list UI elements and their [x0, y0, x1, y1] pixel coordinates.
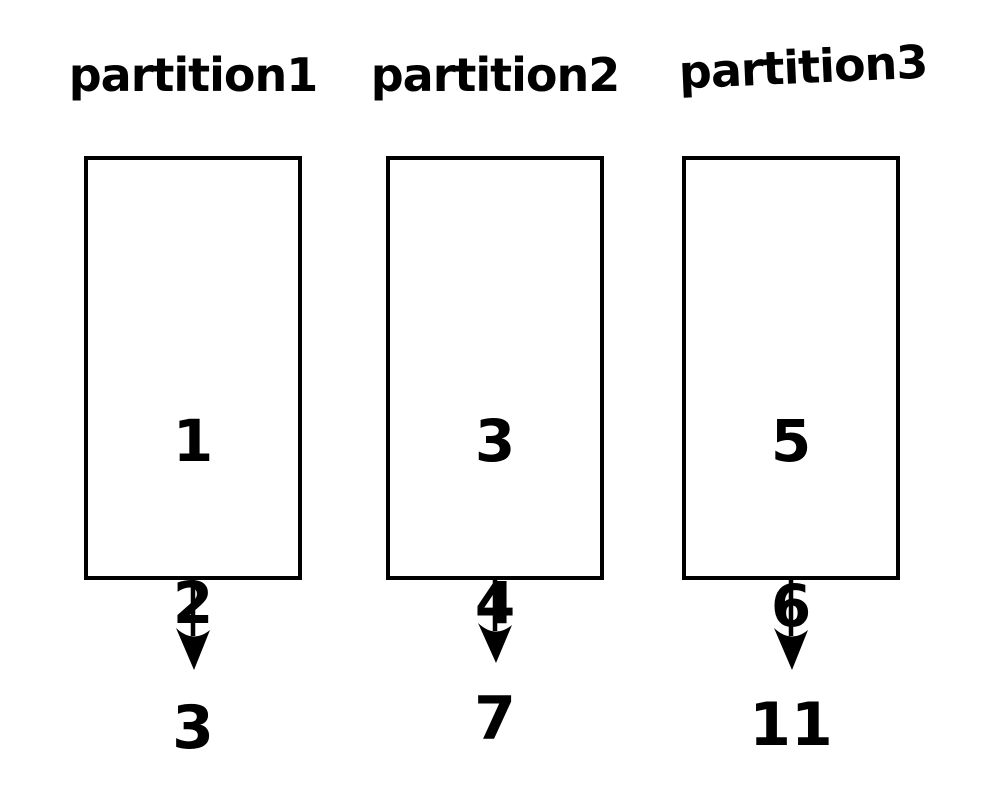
down-arrow-icon [774, 578, 808, 670]
partition-item-value: 3 [474, 407, 516, 475]
partition-column: partition3 5 6 11 [678, 0, 929, 788]
partition-column: partition1 1 2 3 [69, 0, 319, 788]
partition-label: partition1 [68, 48, 319, 102]
partition-result: 7 [474, 684, 516, 754]
partition-label: partition3 [677, 34, 929, 100]
partition-box: 1 2 [84, 156, 302, 632]
down-arrow-icon [176, 578, 210, 670]
partition-item-value: 1 [172, 407, 214, 475]
partition-item-value: 5 [770, 407, 812, 475]
partition-box: 3 4 [386, 156, 604, 632]
partition-result: 3 [172, 693, 214, 763]
partition-result: 11 [749, 690, 833, 760]
partition-label: partition2 [370, 48, 621, 102]
down-arrow-icon [478, 577, 512, 663]
partition-column: partition2 3 4 7 [371, 0, 621, 788]
partition-box: 5 6 [682, 156, 900, 635]
